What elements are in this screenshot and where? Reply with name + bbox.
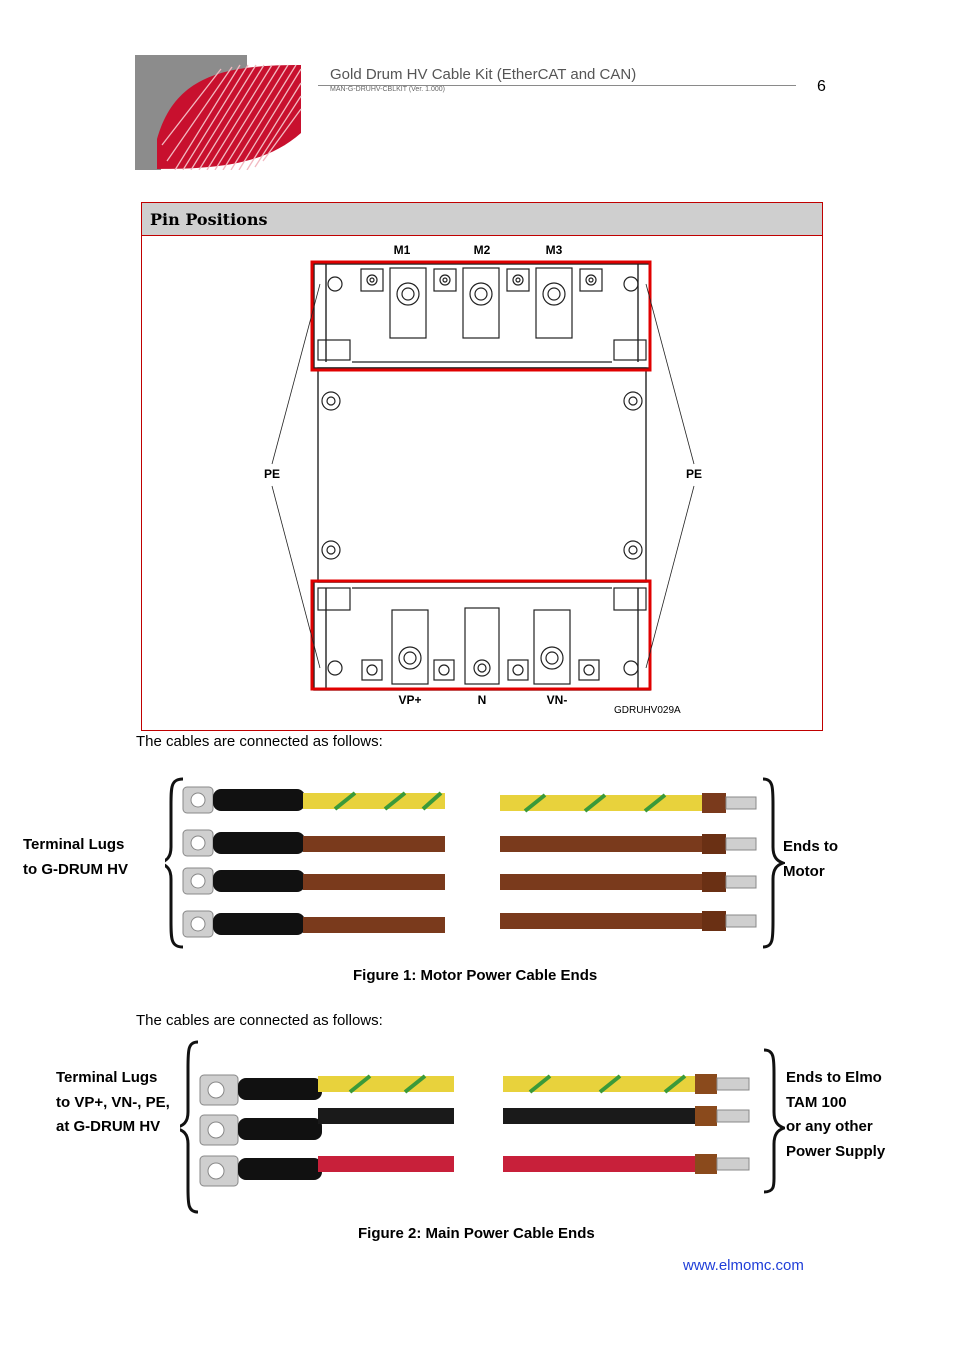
label-n: N <box>478 693 487 707</box>
pin-positions-diagram: M1 M2 M3 PE PE VP+ N VN- GDRUHV029A <box>264 243 702 716</box>
top-terminal-highlight <box>310 260 652 372</box>
pin-positions-title: Pin Positions <box>150 210 268 229</box>
figure1-intro: The cables are connected as follows: <box>136 733 383 750</box>
figure1-right-label: Ends to Motor <box>783 835 838 884</box>
figure1-cable-4 <box>182 910 757 938</box>
label-m2: M2 <box>474 243 491 257</box>
figure1-right-label-line-1: Ends to <box>783 838 838 855</box>
drive-outline <box>313 263 651 691</box>
label-pe-right: PE <box>686 467 702 481</box>
figure1-image <box>165 777 785 949</box>
elmo-logo <box>135 55 302 170</box>
document-subtitle: MAN-G-DRUHV-CBLKIT (Ver. 1.000) <box>330 86 446 93</box>
bottom-terminals <box>317 587 647 685</box>
figure2-image <box>180 1040 785 1214</box>
figure2-cable-2 <box>199 1106 750 1146</box>
figure2-intro: The cables are connected as follows: <box>136 1012 383 1029</box>
figure1-left-label: Terminal Lugs to G-DRUM HV <box>23 833 128 882</box>
figure1-left-label-line-2: to G-DRUM HV <box>23 860 128 878</box>
figure2-right-label: Ends to Elmo TAM 100 or any other Power … <box>786 1066 885 1164</box>
figure2-right-label-line-3: or any other <box>786 1118 873 1135</box>
header-divider <box>318 85 796 86</box>
bottom-terminal-highlight <box>310 579 652 691</box>
figure2-cable-1 <box>199 1074 750 1106</box>
pin-positions-header: Pin Positions <box>142 203 822 236</box>
figure2-cable-3 <box>199 1154 750 1187</box>
figure2-right-label-line-1: Ends to Elmo <box>786 1069 882 1086</box>
figure1-right-brace <box>762 777 785 949</box>
label-vp-plus: VP+ <box>398 693 421 707</box>
figure1-cable-2 <box>182 829 757 857</box>
figure2-left-label: Terminal Lugs to VP+, VN-, PE, at G-DRUM… <box>56 1066 170 1140</box>
figure2-left-label-line-3: at G-DRUM HV <box>56 1118 161 1135</box>
figure1-cable-3 <box>182 867 757 895</box>
figure1-right-label-line-2: Motor <box>783 862 825 880</box>
label-m1: M1 <box>394 243 411 257</box>
label-m3: M3 <box>546 243 563 257</box>
drawing-code: GDRUHV029A <box>614 705 681 716</box>
figure2-right-brace <box>763 1048 785 1194</box>
pe-pointer-lines <box>271 283 695 669</box>
figure1-left-brace <box>165 777 184 949</box>
figure2-right-label-line-4: Power Supply <box>786 1142 886 1160</box>
label-pe-left: PE <box>264 467 280 481</box>
figure1-left-label-line-1: Terminal Lugs <box>23 836 125 853</box>
document-title: Gold Drum HV Cable Kit (EtherCAT and CAN… <box>330 66 637 83</box>
pin-positions-table: Pin Positions M1 M2 M3 PE PE VP+ N VN- G… <box>141 202 823 731</box>
figure2-right-label-line-2: TAM 100 <box>786 1093 847 1111</box>
figure2-left-label-line-1: Terminal Lugs <box>56 1069 158 1086</box>
figure1-cable-1 <box>182 786 757 814</box>
figure1-caption: Figure 1: Motor Power Cable Ends <box>353 967 598 984</box>
figure2-left-label-line-2: to VP+, VN-, PE, <box>56 1093 170 1111</box>
page-number: 6 <box>817 78 826 95</box>
footer-website-link[interactable]: www.elmomc.com <box>683 1257 804 1274</box>
top-terminals <box>317 267 647 363</box>
mounting-screws <box>321 391 643 560</box>
label-vn-minus: VN- <box>547 693 568 707</box>
figure2-left-brace <box>180 1040 199 1214</box>
figure2-caption: Figure 2: Main Power Cable Ends <box>358 1225 595 1242</box>
